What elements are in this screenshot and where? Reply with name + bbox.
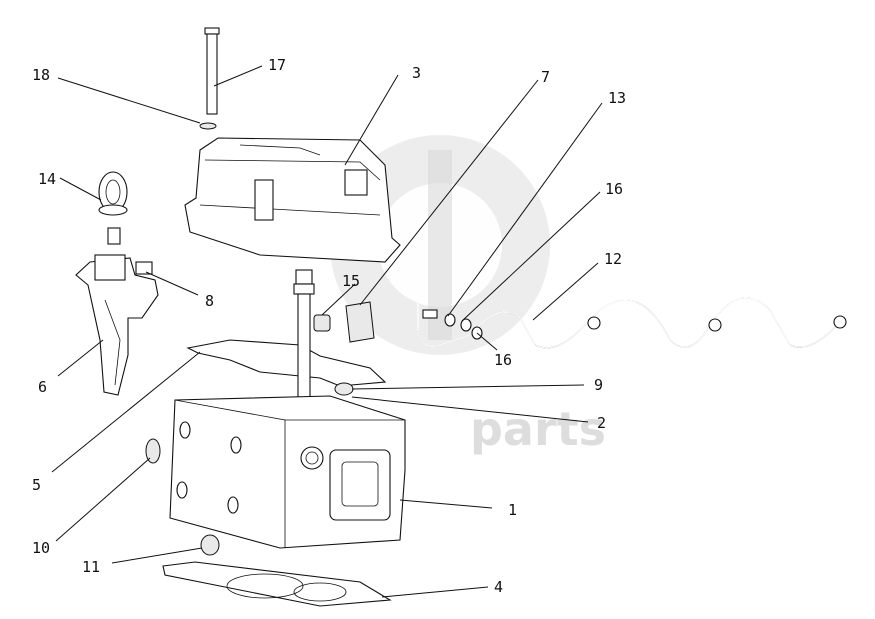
- part-plug-11: [200, 534, 220, 556]
- callout-15: 15: [342, 272, 360, 290]
- part-valve-cover-3: [184, 137, 401, 263]
- callout-13: 13: [608, 89, 626, 107]
- callout-labels: 1 2 3 4 5 6 7 8 9 10 11 12 13 15 14 16 1…: [32, 56, 626, 596]
- callout-5: 5: [32, 476, 41, 494]
- part-head-gasket-4: [162, 561, 392, 607]
- callout-14: 14: [38, 170, 56, 188]
- callout-12: 12: [604, 250, 622, 268]
- callout-6: 6: [38, 378, 47, 396]
- callout-2: 2: [597, 414, 606, 432]
- part-bracket-6: [75, 254, 159, 396]
- leader-lines: [51, 65, 603, 598]
- part-lifting-eye-14: [98, 171, 128, 245]
- callout-1: 1: [508, 501, 517, 519]
- part-sleeve-7: [345, 301, 375, 343]
- callout-16-top: 16: [605, 180, 623, 198]
- callout-7: 7: [541, 68, 550, 86]
- part-cylinder-head-1: [169, 395, 406, 549]
- callout-16-bottom: 16: [494, 351, 512, 369]
- part-seal-15: [313, 314, 331, 332]
- callout-10: 10: [32, 539, 50, 557]
- callout-17: 17: [268, 56, 286, 74]
- part-nut-9: [334, 382, 354, 396]
- callout-4: 4: [494, 578, 503, 596]
- callout-9: 9: [594, 376, 603, 394]
- part-washer-18: [199, 122, 217, 130]
- callout-3: 3: [412, 64, 421, 82]
- callout-11: 11: [82, 558, 100, 576]
- part-bolt-17: [204, 27, 220, 115]
- callout-18: 18: [32, 66, 50, 84]
- part-plug-10: [145, 438, 161, 464]
- callout-8: 8: [205, 292, 214, 310]
- part-gasket-5: [186, 339, 387, 387]
- watermark-text: parts: [470, 402, 606, 456]
- part-bolt-8: [135, 261, 153, 275]
